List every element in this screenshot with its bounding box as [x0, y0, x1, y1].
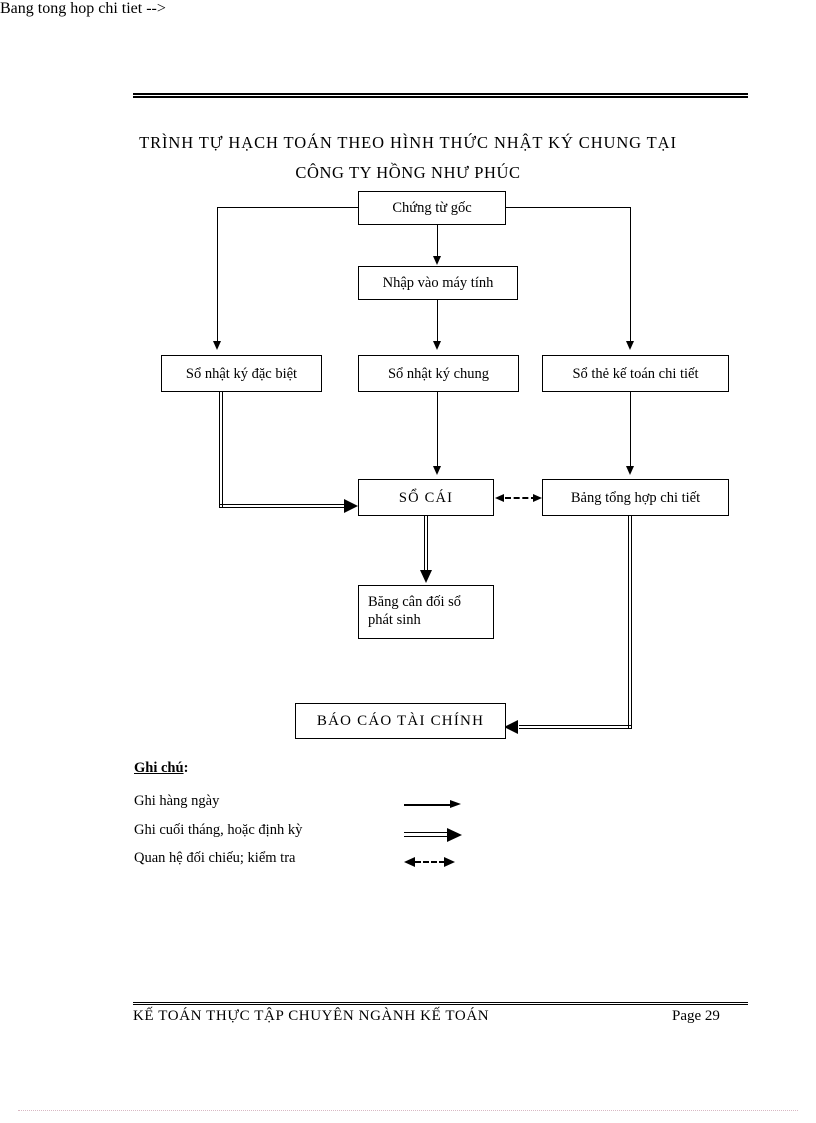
page-bottom-dotted-rule [18, 1110, 798, 1111]
node-bang-can-doi-line-2: phát sinh [368, 612, 421, 628]
legend-heading-label: Ghi chú [134, 760, 184, 776]
connector-socai-banghop-dashed [505, 497, 537, 499]
page-title-line-2: CÔNG TY HỒNG NHƯ PHÚC [295, 163, 521, 182]
double-arrow-icon [404, 828, 466, 843]
dashed-bidirectional-arrow-icon [404, 857, 462, 869]
arrowhead-to-bang-can-doi [419, 570, 432, 583]
single-arrow-head [450, 800, 461, 808]
connector-nkchung-to-socai [437, 392, 438, 467]
node-bao-cao-tai-chinh[interactable]: BÁO CÁO TÀI CHÍNH [295, 703, 506, 739]
node-chung-tu-goc[interactable]: Chứng từ gốc [358, 191, 506, 225]
header-double-rule [133, 93, 748, 98]
footer-page-number: Page 29 [672, 1008, 720, 1024]
legend-row-daily: Ghi hàng ngày [134, 793, 554, 815]
connector-banghop-down-double [628, 516, 632, 729]
connector-chungtu-to-right-vertical [630, 207, 631, 341]
connector-nhapmay-to-nkchung [437, 300, 438, 342]
connector-banghop-to-baocao-double [519, 725, 632, 729]
connector-chungtu-to-left-vertical [217, 207, 218, 341]
arrowhead-to-bao-cao-tai-chinh [504, 719, 518, 734]
page-title-line-1: TRÌNH TỰ HẠCH TOÁN THEO HÌNH THỨC NHẬT K… [139, 133, 677, 152]
node-nhap-vao-may-tinh-label: Nhập vào máy tính [382, 275, 494, 291]
node-chung-tu-goc-label: Chứng từ gốc [392, 200, 472, 216]
arrowhead-to-nhap-vao-may-tinh [432, 256, 441, 265]
node-so-cai-label: SỔ CÁI [398, 489, 454, 506]
dashed-arrow-shaft [415, 861, 445, 863]
arrowhead-to-so-nhat-ky-dac-biet [212, 341, 221, 350]
arrowhead-dashed-toward-bang-tong-hop [533, 493, 542, 502]
node-bao-cao-tai-chinh-label: BÁO CÁO TÀI CHÍNH [316, 713, 485, 729]
legend-row-reconciliation-label: Quan hệ đối chiếu; kiểm tra [134, 850, 296, 866]
connector-nkdacbiet-down-double [219, 392, 223, 508]
arrowhead-to-so-cai [432, 466, 441, 475]
double-arrow-shaft [404, 832, 450, 837]
arrowhead-to-so-the-ke-toan-chi-tiet [625, 341, 634, 350]
node-so-the-ke-toan-chi-tiet[interactable]: Sổ thẻ kế toán chi tiết [542, 355, 729, 392]
node-bang-tong-hop-chi-tiet[interactable]: Bảng tổng hợp chi tiết [542, 479, 729, 516]
connector-nkdacbiet-to-socai-double [219, 504, 347, 508]
footer-course-text: KẾ TOÁN THỰC TẬP CHUYÊN NGÀNH KẾ TOÁN [133, 1008, 490, 1024]
node-so-nhat-ky-chung[interactable]: Sổ nhật ký chung [358, 355, 519, 392]
legend-heading-colon: : [183, 760, 189, 776]
node-so-nhat-ky-dac-biet-label: Sổ nhật ký đặc biệt [185, 365, 298, 382]
node-bang-tong-hop-chi-tiet-label: Bảng tổng hợp chi tiết [570, 489, 701, 506]
node-so-nhat-ky-dac-biet[interactable]: Sổ nhật ký đặc biệt [161, 355, 322, 392]
node-so-cai[interactable]: SỔ CÁI [358, 479, 494, 516]
connector-socai-to-cando-double [424, 516, 428, 572]
node-so-the-ke-toan-chi-tiet-label: Sổ thẻ kế toán chi tiết [572, 365, 699, 382]
connector-chungtu-to-left-horizontal [217, 207, 359, 208]
arrowhead-to-so-nhat-ky-chung [432, 341, 441, 350]
legend-heading: Ghi chú: [134, 760, 188, 777]
connector-chungtu-to-right-horizontal [505, 207, 631, 208]
connector-thechitiet-to-banghop [630, 392, 631, 467]
legend-row-monthly: Ghi cuối tháng, hoặc định kỳ [134, 822, 554, 844]
footer-double-rule [133, 1002, 748, 1005]
node-bang-can-doi-line-1: Băng cân đối sổ [368, 594, 462, 610]
single-arrow-shaft [404, 804, 452, 806]
arrowhead-to-bang-tong-hop-chi-tiet [625, 466, 634, 475]
connector-chungtu-to-nhapmay [437, 225, 438, 257]
dashed-arrow-head-right [444, 857, 455, 867]
node-bang-can-doi-so-phat-sinh[interactable]: Băng cân đối sổ phát sinh [358, 585, 494, 639]
page-title: TRÌNH TỰ HẠCH TOÁN THEO HÌNH THỨC NHẬT K… [108, 128, 708, 188]
flowchart: Bang tong hop chi tiet --> Chứng từ gốc … [0, 0, 729, 739]
node-so-nhat-ky-chung-label: Sổ nhật ký chung [387, 365, 490, 382]
legend-row-monthly-label: Ghi cuối tháng, hoặc định kỳ [134, 822, 303, 838]
legend-row-daily-label: Ghi hàng ngày [134, 793, 220, 809]
double-arrow-head [447, 828, 462, 842]
single-arrow-icon [404, 800, 462, 809]
arrowhead-to-so-cai-from-dac-biet [344, 498, 358, 513]
legend-row-reconciliation: Quan hệ đối chiếu; kiểm tra [134, 850, 554, 872]
dashed-arrow-head-left [404, 857, 415, 867]
node-nhap-vao-may-tinh[interactable]: Nhập vào máy tính [358, 266, 518, 300]
arrowhead-dashed-toward-so-cai [495, 493, 504, 502]
